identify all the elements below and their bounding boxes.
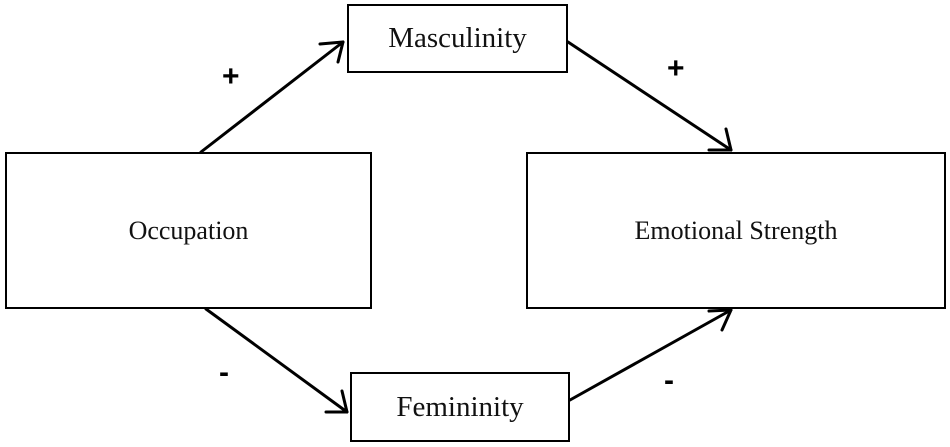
node-masculinity-label: Masculinity — [388, 22, 527, 54]
node-emotional-strength: Emotional Strength — [526, 152, 946, 309]
arrow-occupation-to-masculinity — [199, 40, 345, 154]
node-masculinity: Masculinity — [347, 4, 568, 73]
edge-sign-occupation-femininity: - — [219, 356, 229, 389]
node-emotional-strength-label: Emotional Strength — [634, 215, 838, 245]
node-occupation-label: Occupation — [128, 215, 249, 245]
node-occupation: Occupation — [5, 152, 372, 309]
arrow-occupation-to-femininity — [204, 307, 349, 414]
edge-sign-masculinity-emotional-strength: + — [667, 52, 685, 85]
edge-sign-occupation-masculinity: + — [222, 60, 240, 93]
arrow-masculinity-to-emotional-strength — [566, 40, 733, 152]
node-femininity: Femininity — [350, 372, 570, 442]
edge-sign-femininity-emotional-strength: - — [664, 364, 674, 397]
node-femininity-label: Femininity — [396, 390, 524, 423]
arrow-femininity-to-emotional-strength — [568, 308, 733, 402]
